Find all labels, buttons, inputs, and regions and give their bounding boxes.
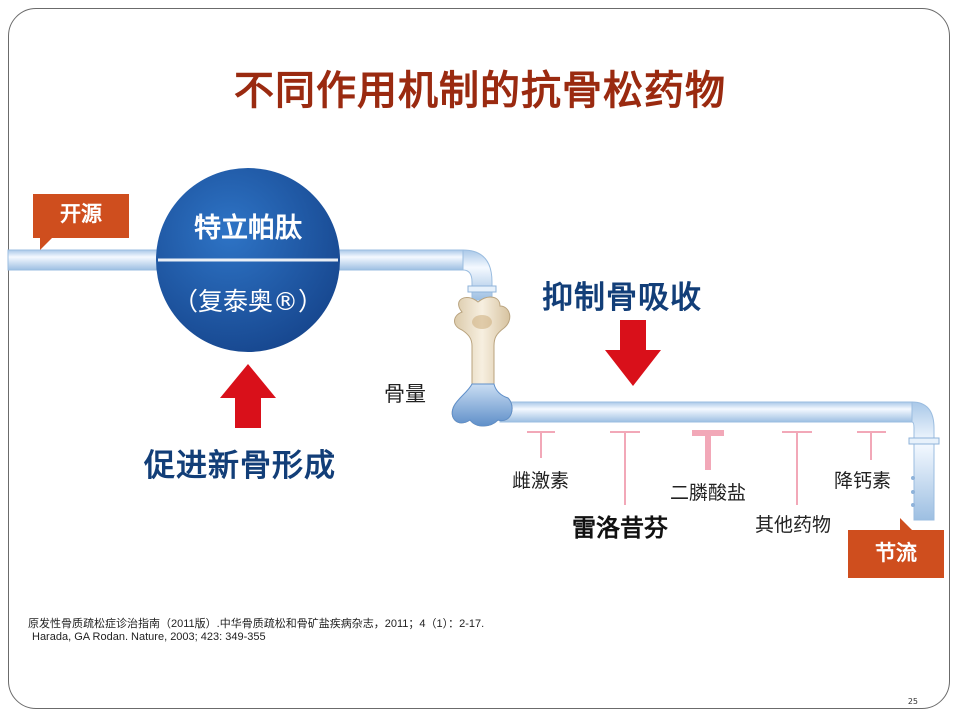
page-title: 不同作用机制的抗骨松药物 [234,68,726,114]
page-number: 25 [907,697,918,706]
pipe-nozzle [467,285,497,293]
reference-2: Harada, GA Rodan. Nature, 2003; 423: 349… [32,631,266,643]
right-tag-pointer [900,518,912,530]
drug-calcitonin: 降钙素 [834,470,892,492]
plug-raloxifene [610,431,640,505]
bone-mass-label: 骨量 [384,382,426,406]
plug-other [782,431,812,505]
drug-bisphosphonate: 二膦酸盐 [670,482,747,504]
drug-raloxifene: 雷洛昔芬 [572,514,668,542]
lower-pipe [499,401,913,423]
lower-pipe-elbow [911,401,935,521]
plug-bazedoxifene [527,431,555,458]
tag-jieliu: 节流 [848,530,944,578]
plug-bisphosphonate [692,430,724,470]
promote-bone-formation-label: 促进新骨形成 [144,448,336,484]
reference-1: 原发性骨质疏松症诊治指南（2011版）.中华骨质疏松和骨矿盐疾病杂志，2011；… [28,618,485,630]
slide-frame [8,8,950,709]
drug-other: 其他药物 [755,514,832,536]
tag-kaiyuan: 开源 [33,194,129,238]
arrow-down-icon [605,320,661,386]
outlet-collar [908,437,940,445]
left-tag-pointer [40,238,52,250]
circle-line-1: 特立帕肽 [194,213,302,244]
inhibit-resorption-label: 抑制骨吸收 [542,280,702,316]
drug-bazedoxifene: 雌激素 [512,470,570,492]
outlet-hole [911,476,915,480]
circle-line-2: （复泰奥®） [172,287,323,316]
bone-icon [451,296,513,427]
arrow-up-icon [220,364,276,428]
outlet-hole [911,503,915,507]
outlet-hole [911,490,915,494]
plug-calcitonin [857,431,886,460]
